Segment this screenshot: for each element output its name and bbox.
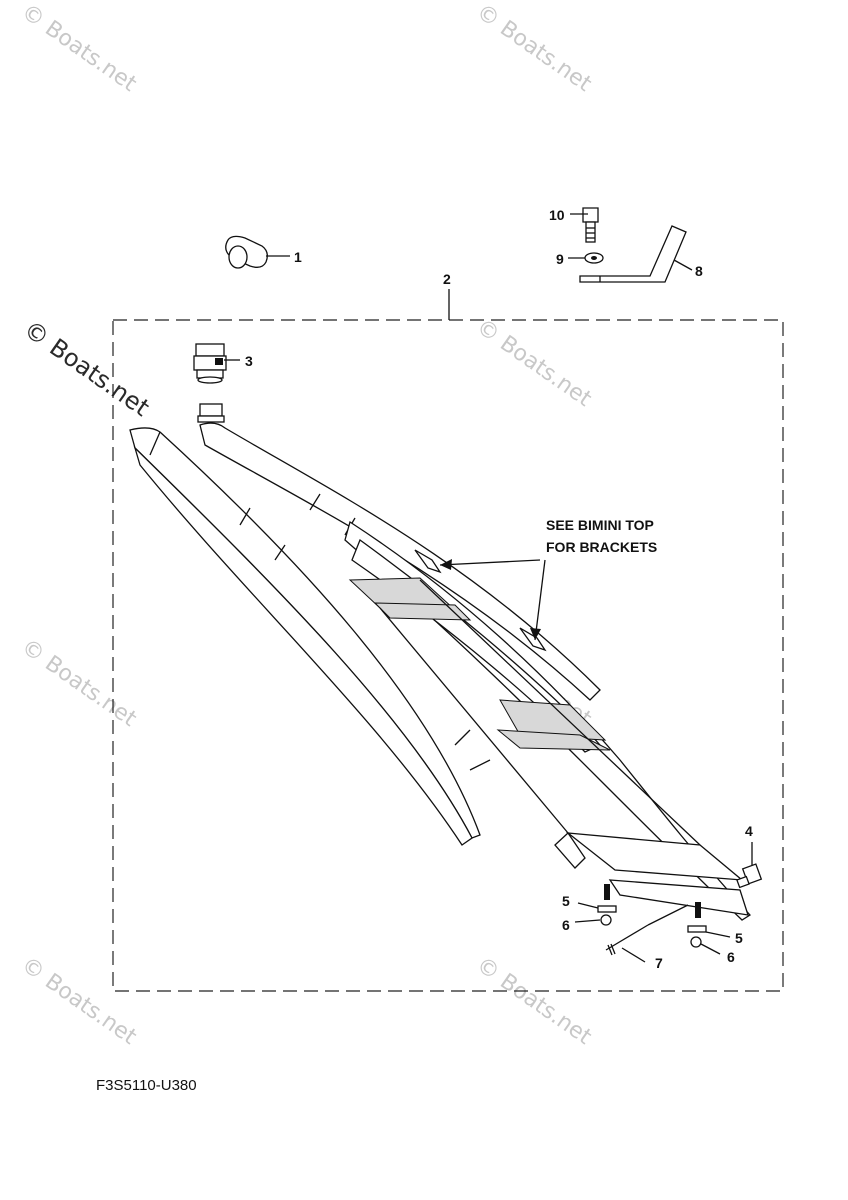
watermark-group: © Boats.net © Boats.net © Boats.net © Bo… (17, 0, 597, 1050)
callout-5: 5 (562, 893, 570, 909)
diagram-code: F3S5110-U380 (96, 1077, 197, 1094)
stud-right (695, 902, 701, 918)
watermark: © Boats.net (17, 952, 142, 1050)
callout-1: 1 (294, 249, 302, 265)
watermark: © Boats.net (17, 0, 142, 97)
part-8-bracket[interactable] (579, 225, 687, 283)
note-line-1: SEE BIMINI TOP (546, 517, 654, 533)
callout-2: 2 (443, 271, 451, 287)
stud-left (604, 884, 610, 900)
watermark: © Boats.net (472, 314, 597, 412)
part-6-nut-right[interactable] (690, 936, 702, 948)
callout-5: 5 (735, 930, 743, 946)
leader-lines (224, 213, 753, 963)
cable-line (647, 904, 689, 926)
tower-frame[interactable] (129, 403, 752, 921)
watermark-dark: © Boats.net (19, 315, 155, 422)
note-line-2: FOR BRACKETS (546, 539, 657, 555)
callout-6: 6 (727, 949, 735, 965)
part-6-nut-left[interactable] (600, 914, 612, 926)
watermark: © Boats.net (17, 634, 142, 732)
part-5-spacer-left[interactable] (597, 905, 617, 913)
callout-10: 10 (549, 207, 565, 223)
callout-9: 9 (556, 251, 564, 267)
callout-8: 8 (695, 263, 703, 279)
callout-7: 7 (655, 955, 663, 971)
callout-4: 4 (745, 823, 753, 839)
part-10-bolt[interactable] (582, 207, 599, 243)
watermark: © Boats.net (472, 952, 597, 1050)
callout-6: 6 (562, 917, 570, 933)
callout-3: 3 (245, 353, 253, 369)
part-1-cap[interactable] (225, 235, 268, 269)
part-4-knob[interactable] (736, 863, 763, 889)
part-5-spacer-right[interactable] (687, 925, 707, 933)
part-3-plug[interactable] (193, 343, 227, 384)
part-7-rivet[interactable] (605, 924, 649, 956)
watermark: © Boats.net (472, 0, 597, 97)
part-9-washer[interactable] (584, 252, 604, 264)
